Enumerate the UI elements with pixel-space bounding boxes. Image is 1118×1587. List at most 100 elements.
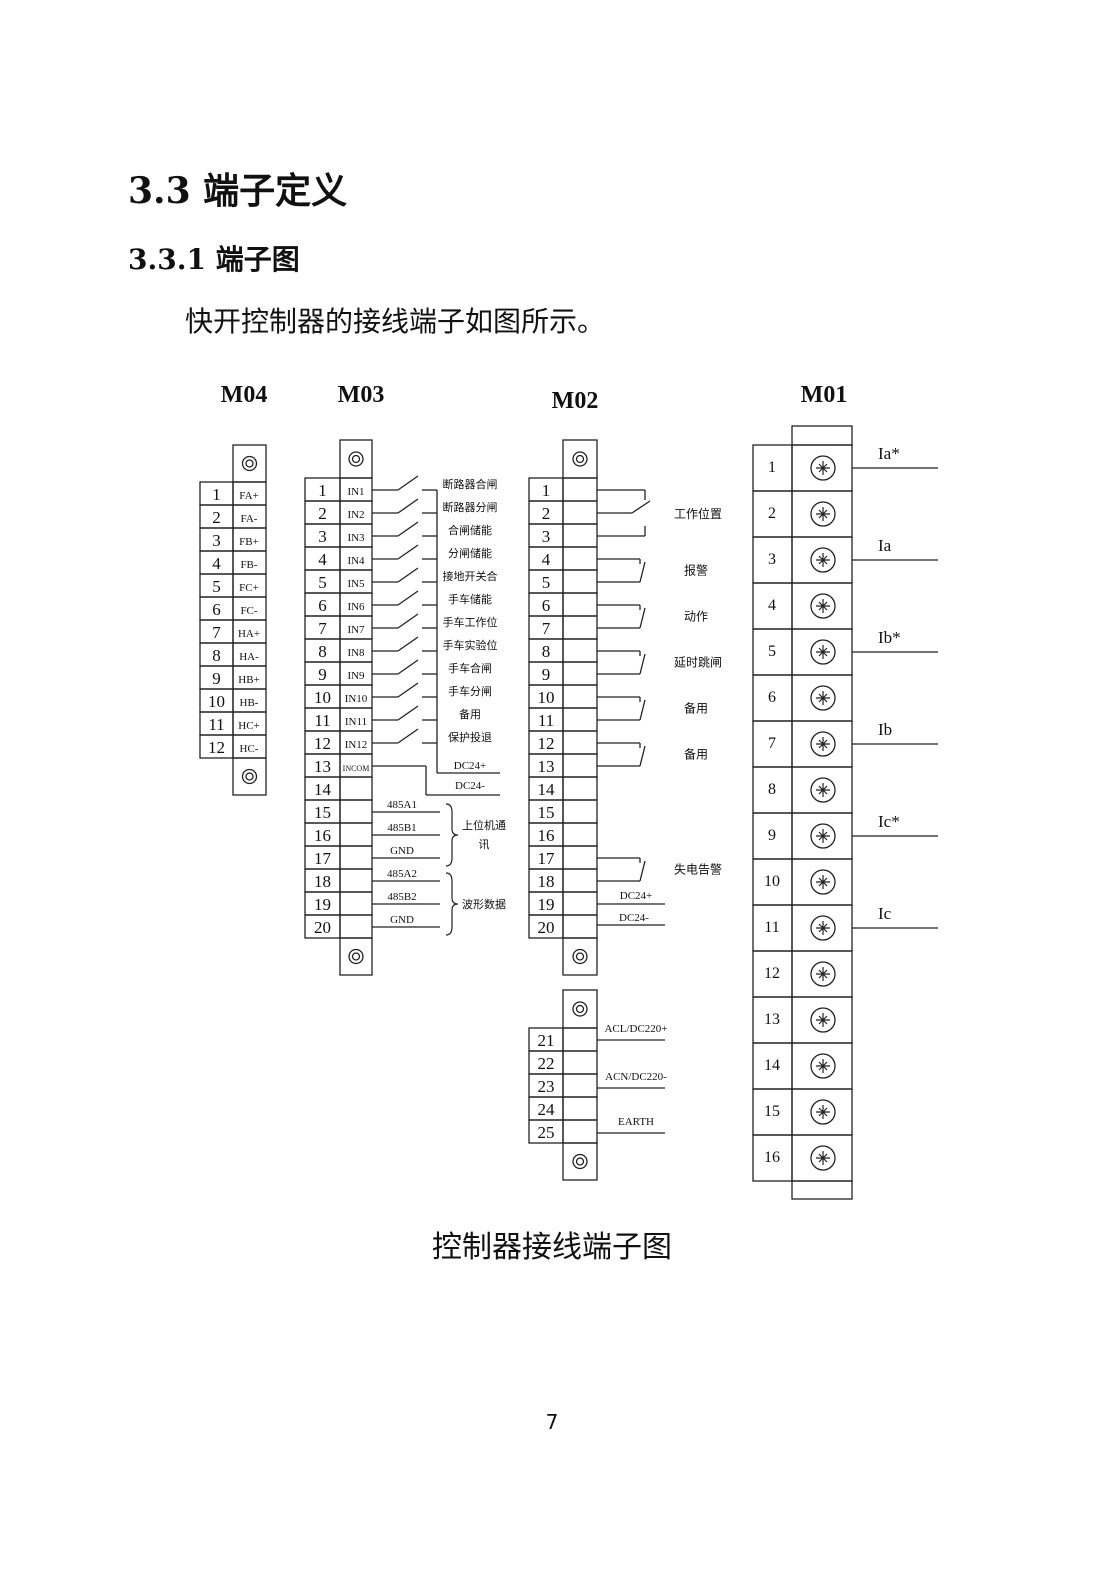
m03-dc-plus-label: DC24+ <box>454 760 486 772</box>
m01-title: M01 <box>801 382 848 408</box>
m02-terminal-number: 7 <box>542 619 551 638</box>
terminal-screw-icon <box>816 461 830 475</box>
m03-input-label: 接地开关合 <box>443 569 498 583</box>
m03-input-label: 手车实验位 <box>443 638 498 652</box>
switch-contact-icon <box>639 607 646 629</box>
m03-terminal-cell <box>339 914 373 939</box>
m03-input-label: 断路器合闸 <box>443 477 498 491</box>
switch-contact-icon <box>397 728 419 744</box>
switch-contact-icon <box>397 590 419 606</box>
m03-terminal-label: IN6 <box>347 601 365 613</box>
mount-screw-icon <box>572 1153 588 1170</box>
m02-power-terminal-number: 22 <box>538 1054 555 1073</box>
m01-terminal-number: 16 <box>764 1149 780 1166</box>
m03-terminal-number: 20 <box>314 918 331 937</box>
m02-terminal-cell <box>562 661 598 686</box>
m03-input-label: 手车合闸 <box>448 661 492 675</box>
terminal-screw-icon <box>816 645 830 659</box>
m04-terminal-number: 5 <box>212 577 221 596</box>
m02-terminal-number: 19 <box>538 895 555 914</box>
m02-power-bottom-cap <box>562 1142 598 1181</box>
m02-power-terminal-cell <box>562 1027 598 1052</box>
m04-terminal-number: 12 <box>208 738 225 757</box>
m02-terminal-cell <box>562 845 598 870</box>
m01-current-label: Ic* <box>878 812 900 831</box>
m03-terminal-number: 12 <box>314 734 331 753</box>
m02-terminal-cell <box>562 592 598 617</box>
m02-terminal-cell <box>562 868 598 893</box>
figure-caption: 控制器接线端子图 <box>432 1230 672 1265</box>
m03-input-label: 手车储能 <box>448 592 492 606</box>
mount-screw-icon <box>575 952 585 961</box>
m03-terminal-label: IN7 <box>347 624 365 636</box>
m01-terminal-number: 10 <box>764 873 780 890</box>
m02-terminal-cell <box>562 776 598 801</box>
m04-terminal-label: HB- <box>240 697 259 709</box>
m04-terminal-cell <box>232 734 267 759</box>
switch-contact-icon <box>397 636 419 652</box>
m02-terminal-number: 17 <box>538 849 556 868</box>
m04-terminal-label: FA- <box>241 513 258 525</box>
m01-terminal-number: 3 <box>768 551 776 568</box>
m03-input-label: 分闸储能 <box>448 546 492 560</box>
m03-terminal-cell <box>339 776 373 801</box>
m01-terminal-number: 8 <box>768 781 776 798</box>
m04-top-cap <box>232 444 267 483</box>
m03-comm-label: GND <box>390 845 414 857</box>
m02-power-label: ACN/DC220- <box>605 1071 667 1083</box>
switch-contact-icon <box>397 613 419 629</box>
m03-terminal-label: IN4 <box>347 555 365 567</box>
switch-contact-icon <box>397 498 419 514</box>
m04-terminal-number: 8 <box>212 646 221 665</box>
terminal-screw-icon <box>810 1053 836 1079</box>
terminal-screw-icon <box>810 731 836 757</box>
mount-screw-icon <box>245 772 254 781</box>
m03-terminal-number: 13 <box>314 757 331 776</box>
terminal-screw-icon <box>816 1059 830 1073</box>
switch-contact-icon <box>397 705 419 721</box>
m02-terminal-number: 15 <box>538 803 555 822</box>
m04-title: M04 <box>221 382 268 408</box>
m03-terminal-label: IN9 <box>347 670 365 682</box>
m03-input-label: 备用 <box>459 707 481 721</box>
m03-terminal-cell <box>339 845 373 870</box>
m04-terminal-label: HA- <box>239 651 259 663</box>
m03-input-label: 手车工作位 <box>443 615 498 629</box>
mount-screw-icon <box>351 454 361 464</box>
terminal-screw-icon <box>816 783 830 797</box>
m03-terminal-label: IN10 <box>345 693 368 705</box>
m03-terminal-number: 1 <box>318 481 327 500</box>
m01-terminal-number: 2 <box>768 505 776 522</box>
m03-title: M03 <box>338 382 385 408</box>
terminal-screw-icon <box>810 1145 836 1171</box>
m02-power-top-cap <box>562 989 598 1029</box>
switch-contact-icon <box>639 561 646 583</box>
mount-screw-icon <box>572 1001 588 1017</box>
m01-terminal-number: 1 <box>768 459 776 476</box>
brace <box>445 803 459 867</box>
m03-terminal-cell <box>339 822 373 847</box>
m03-input-label: 手车分闸 <box>448 684 492 698</box>
m01-terminal-number: 12 <box>764 965 780 982</box>
mount-screw-icon <box>575 1004 585 1014</box>
m01-terminal-number: 9 <box>768 827 776 844</box>
m02-terminal-number: 20 <box>538 918 555 937</box>
m02-terminal-cell <box>562 500 598 525</box>
terminal-screw-icon <box>816 1151 830 1165</box>
terminal-screw-icon <box>810 869 836 895</box>
terminal-screw-icon <box>816 1105 830 1119</box>
m04-terminal-number: 7 <box>212 623 221 642</box>
terminal-screw-icon <box>810 547 836 573</box>
m01-terminal-number: 15 <box>764 1103 780 1120</box>
switch-contact-icon <box>397 567 419 583</box>
m02-power-terminal-cell <box>562 1096 598 1121</box>
m04-terminal-number: 6 <box>212 600 221 619</box>
m02-top-cap <box>562 439 598 479</box>
m02-terminal-number: 8 <box>542 642 551 661</box>
mount-screw-icon <box>348 451 364 467</box>
m03-terminal-cell <box>339 868 373 893</box>
terminal-screw-icon <box>816 737 830 751</box>
m04-terminal-label: FB+ <box>239 536 259 548</box>
m04-terminal-number: 1 <box>212 485 221 504</box>
m04-terminal-label: FA+ <box>239 490 258 502</box>
